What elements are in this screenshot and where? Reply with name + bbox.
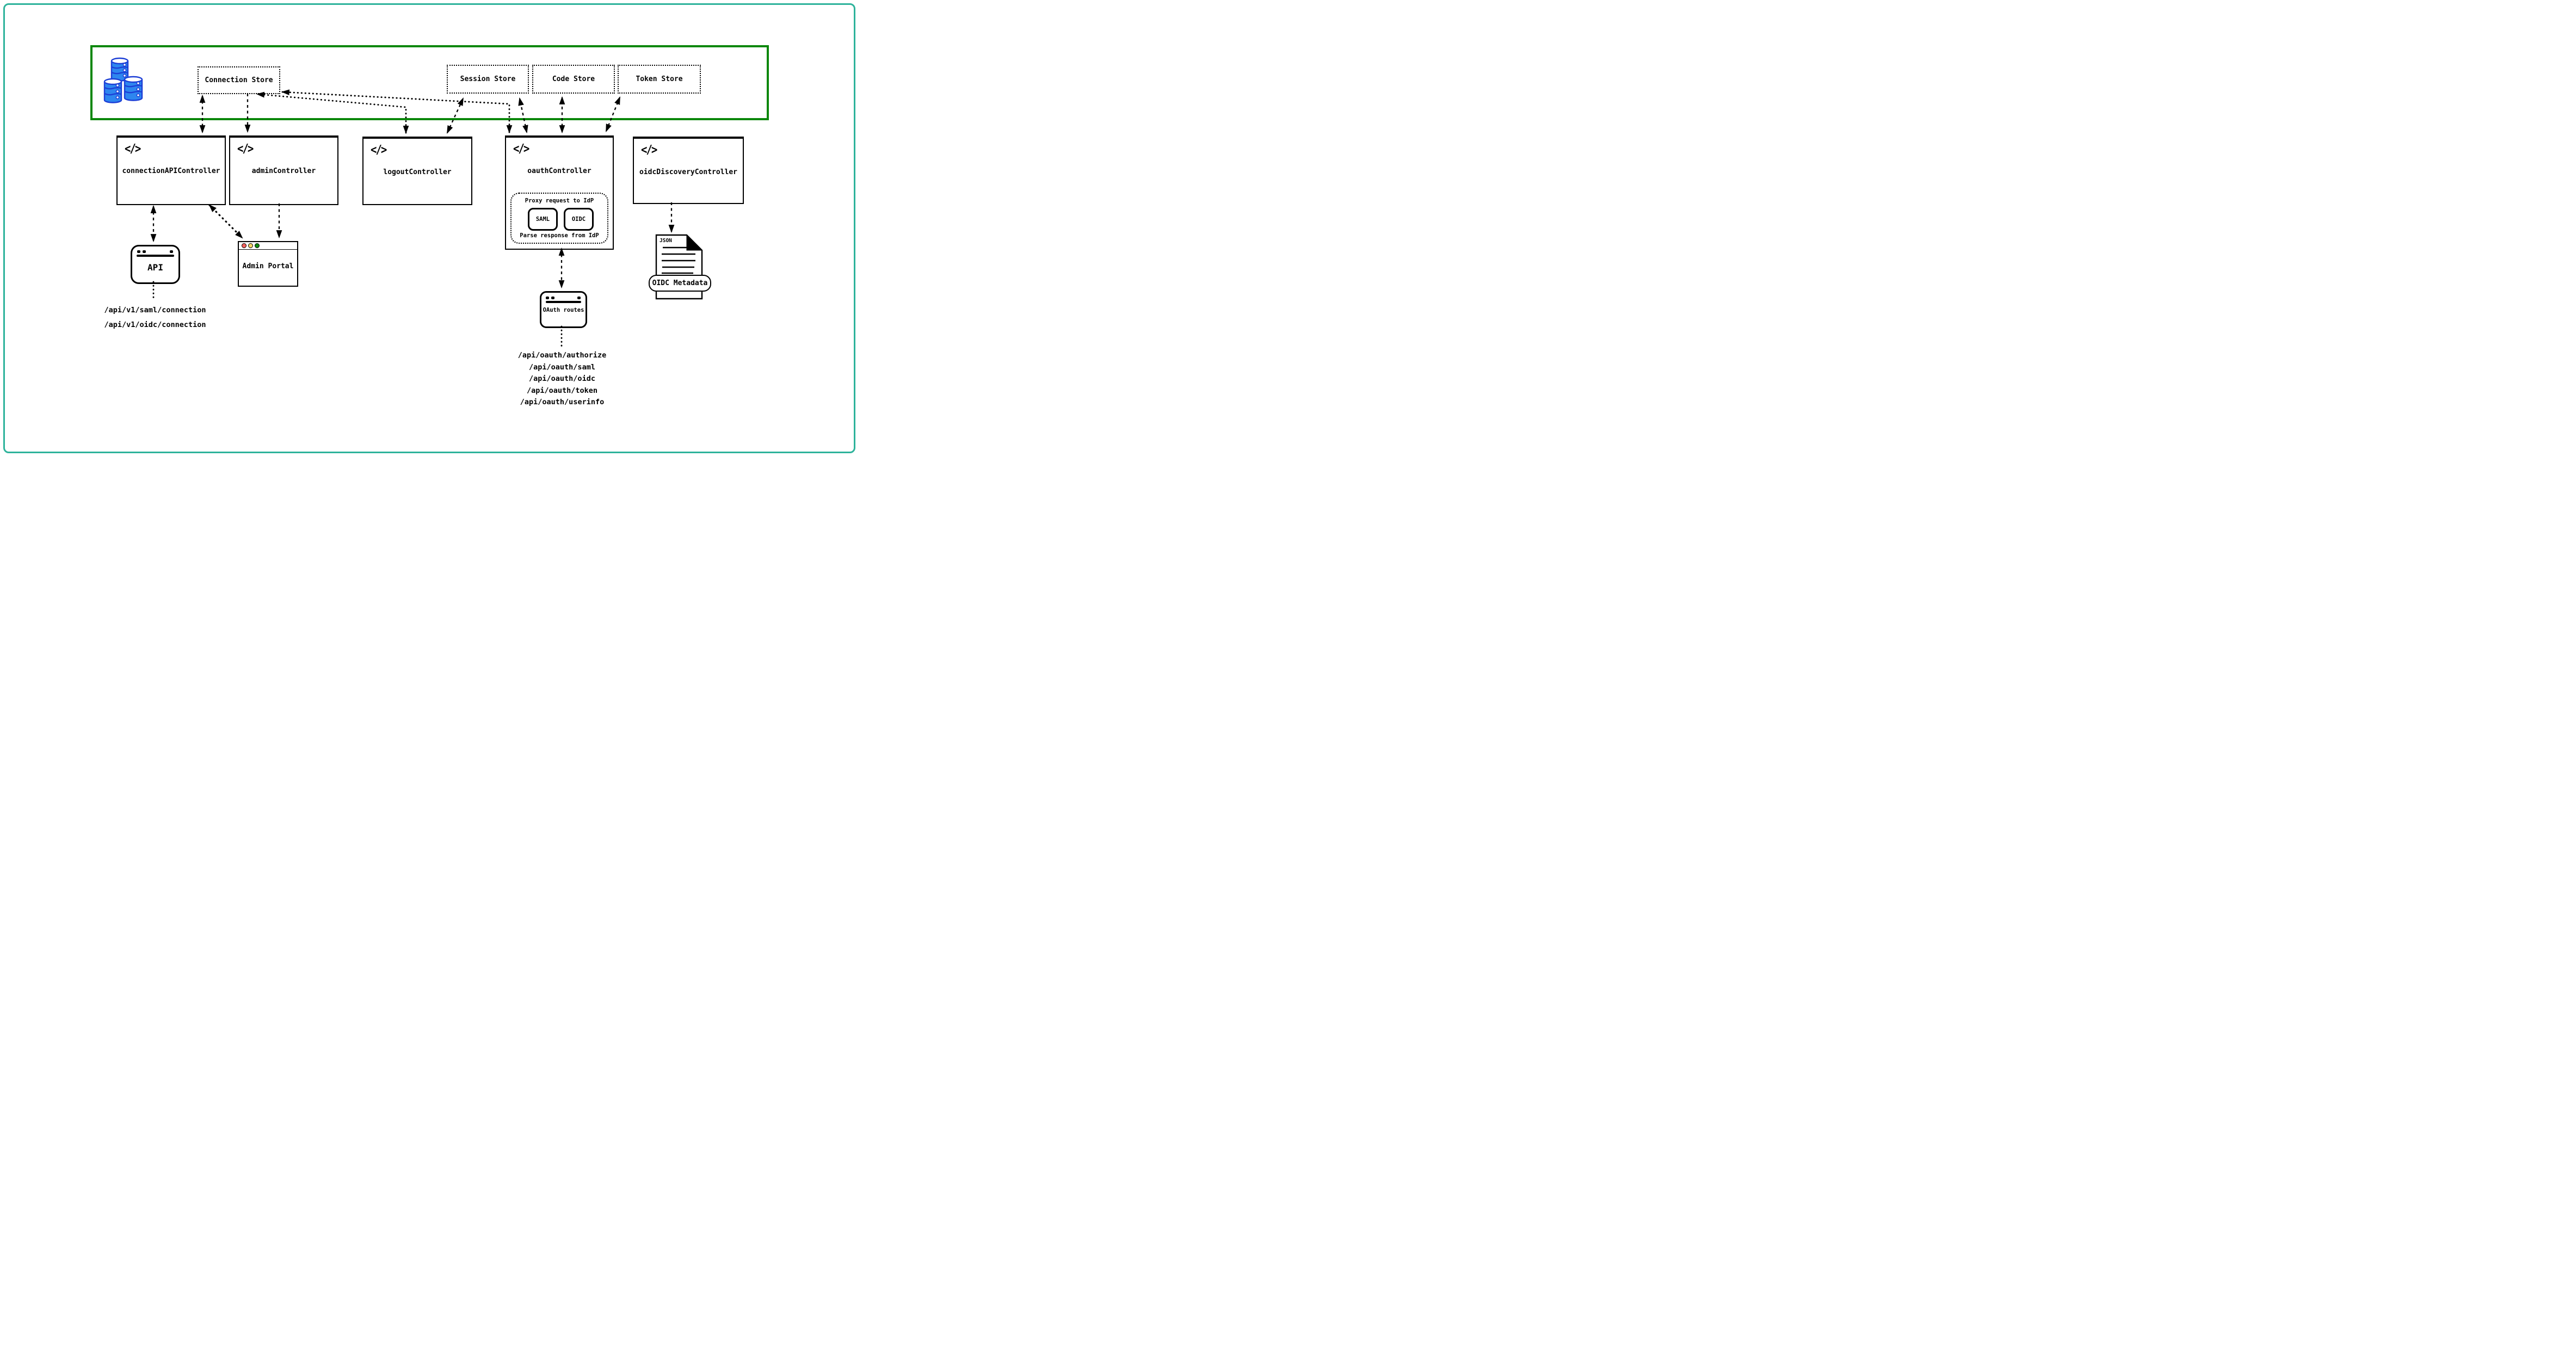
parse-response-label: Parse response from IdP: [520, 232, 599, 239]
oauth-route: /api/oauth/authorize: [517, 351, 607, 360]
session-store-label: Session Store: [460, 75, 516, 83]
token-store-box: Token Store: [618, 65, 701, 94]
admin-portal-titlebar: [239, 242, 297, 250]
window-bar-icon: [137, 255, 174, 257]
oauth-route: /api/oauth/saml: [529, 362, 595, 372]
code-store-box: Code Store: [532, 65, 615, 94]
oidc-chip-label: OIDC: [571, 216, 586, 223]
logout-controller-box: </> logoutController: [362, 137, 472, 205]
oidc-discovery-controller-label: oidcDiscoveryController: [639, 168, 737, 176]
maximize-traffic-light-icon: [255, 243, 260, 249]
proxy-request-label: Proxy request to IdP: [525, 198, 594, 204]
code-icon: </>: [371, 143, 387, 157]
connection-api-controller-box: </> connectionAPIController: [116, 135, 226, 205]
session-store-box: Session Store: [447, 65, 529, 94]
window-bar-icon: [546, 301, 581, 303]
code-icon: </>: [513, 142, 529, 156]
api-window-label: API: [147, 262, 163, 273]
window-dot-icon: [577, 297, 581, 299]
code-icon: </>: [641, 143, 657, 157]
connection-store-box: Connection Store: [198, 66, 280, 94]
logout-controller-label: logoutController: [383, 168, 452, 176]
connection-store-label: Connection Store: [205, 76, 273, 84]
token-store-label: Token Store: [636, 75, 683, 83]
admin-controller-box: </> adminController: [229, 135, 338, 205]
oauth-routes-window-icon: OAuth routes: [540, 291, 587, 328]
api-window-icon: API: [131, 245, 180, 284]
oauth-route-list: /api/oauth/authorize /api/oauth/saml /ap…: [494, 350, 630, 409]
window-dot-icon: [546, 297, 549, 299]
admin-controller-label: adminController: [251, 167, 316, 175]
api-route: /api/v1/saml/connection: [104, 306, 206, 314]
api-route: /api/v1/oidc/connection: [104, 320, 206, 329]
oauth-route: /api/oauth/userinfo: [520, 398, 605, 407]
code-icon: </>: [125, 142, 141, 156]
connection-api-controller-label: connectionAPIController: [122, 167, 220, 175]
oidc-metadata-banner: OIDC Metadata: [649, 275, 711, 292]
close-traffic-light-icon: [242, 243, 246, 249]
window-dot-icon: [143, 250, 146, 253]
api-route-list: /api/v1/saml/connection /api/v1/oidc/con…: [82, 303, 229, 332]
code-icon: </>: [237, 142, 254, 156]
idp-proxy-box: Proxy request to IdP SAML OIDC Parse res…: [510, 193, 608, 244]
oauth-controller-label: oauthController: [527, 167, 591, 175]
minimize-traffic-light-icon: [248, 243, 253, 249]
diagram-canvas: Connection Store Session Store Code Stor…: [0, 0, 859, 456]
oidc-metadata-label: OIDC Metadata: [652, 279, 708, 287]
window-dot-icon: [170, 250, 173, 253]
oidc-discovery-controller-box: </> oidcDiscoveryController: [633, 137, 744, 204]
oauth-routes-label: OAuth routes: [543, 307, 584, 313]
json-doc-type-label: JSON: [660, 238, 672, 244]
saml-chip-label: SAML: [535, 216, 550, 223]
oauth-route: /api/oauth/token: [526, 386, 598, 395]
arrow-connection-api-admin-portal: [208, 204, 243, 239]
saml-chip: SAML: [528, 208, 558, 231]
admin-portal-window: Admin Portal: [238, 241, 298, 287]
admin-portal-label: Admin Portal: [242, 262, 294, 270]
window-dot-icon: [551, 297, 554, 299]
window-dot-icon: [137, 250, 140, 253]
code-store-label: Code Store: [552, 75, 595, 83]
oidc-chip: OIDC: [564, 208, 594, 231]
oauth-route: /api/oauth/oidc: [529, 374, 595, 384]
